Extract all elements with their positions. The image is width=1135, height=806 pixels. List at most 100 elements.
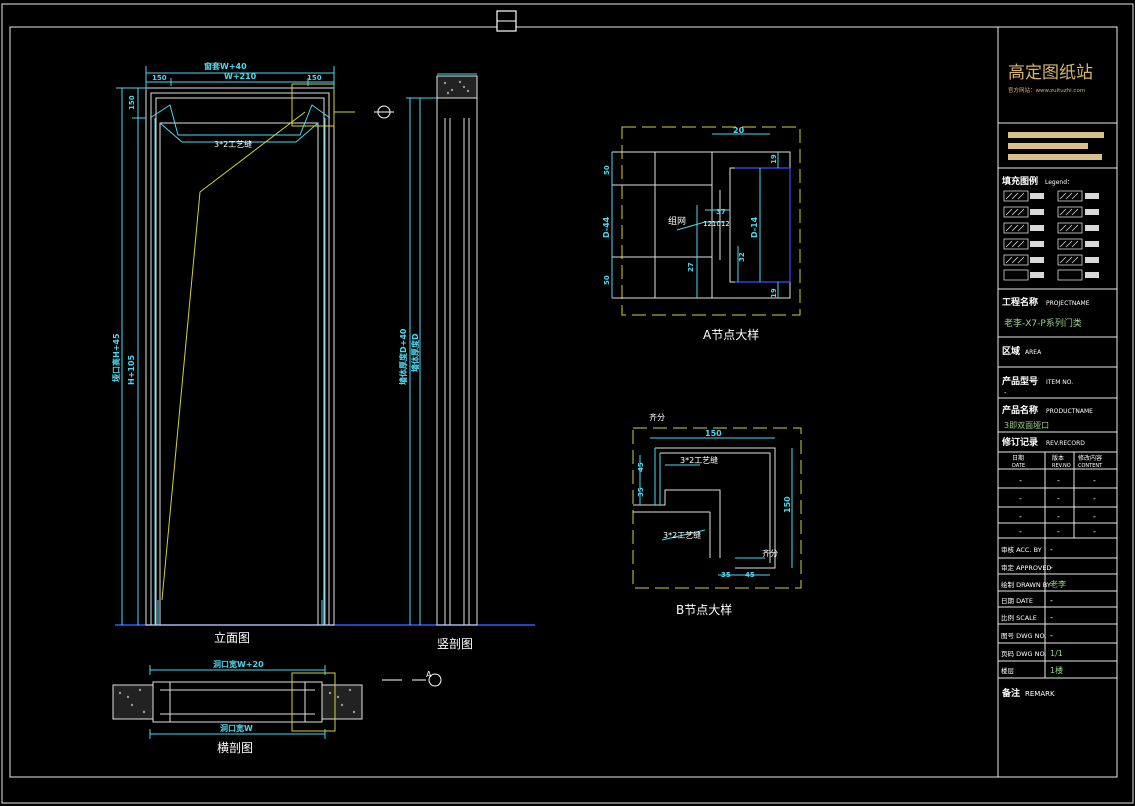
node-a-dim-r2: 19 bbox=[770, 288, 778, 298]
rev-cell: - bbox=[1093, 476, 1096, 485]
rev-header: 版本 bbox=[1052, 454, 1064, 462]
elevation-label: 立面图 bbox=[214, 630, 250, 645]
node-a-code: 121012 bbox=[703, 220, 730, 228]
revision-label: 修订记录 bbox=[1001, 436, 1038, 448]
node-b-dim-left2: 35 bbox=[637, 487, 645, 497]
info-row-value: 1/1 bbox=[1050, 649, 1063, 658]
node-b-label: B节点大样 bbox=[676, 602, 732, 617]
fill-legend-swatches bbox=[1003, 190, 1083, 281]
rev-header: 修改内容 bbox=[1078, 454, 1102, 462]
node-a-dim-top: 20 bbox=[733, 126, 745, 135]
rev-header-en: CONTENT bbox=[1078, 463, 1103, 469]
info-row-label: 日期 DATE bbox=[1001, 597, 1033, 605]
rev-cell: - bbox=[1093, 512, 1096, 521]
info-row-label: 比例 SCALE bbox=[1001, 613, 1037, 622]
info-row-value: - bbox=[1050, 596, 1053, 605]
info-row-value: - bbox=[1050, 563, 1053, 572]
rev-cell: - bbox=[1019, 494, 1022, 503]
rev-cell: - bbox=[1093, 527, 1096, 536]
node-a-label: A节点大样 bbox=[703, 327, 759, 342]
rev-header: 日期 bbox=[1012, 454, 1024, 462]
area-label-en: AREA bbox=[1025, 349, 1042, 356]
fill-legend-sub: Legend： bbox=[1045, 179, 1073, 186]
project-value: 老李-X7-P系列门类 bbox=[1004, 317, 1082, 329]
rev-header-en: REV.NO bbox=[1052, 463, 1071, 469]
area-label: 区域 bbox=[1002, 345, 1020, 357]
drawing-frame bbox=[1, 3, 1134, 804]
rev-cell: - bbox=[1057, 527, 1060, 536]
elev-dim-left: 150 bbox=[152, 74, 167, 82]
elev-dim-height: H+105 bbox=[127, 354, 136, 385]
product-label-en: PRODUCTNAME bbox=[1046, 408, 1093, 415]
node-b-detail: 150 45 35 150 35 45 3*2工艺缝 3*2工艺缝 齐分 齐分 … bbox=[632, 412, 802, 617]
fill-legend-title: 填充图例 bbox=[1002, 175, 1038, 187]
section-marker-a-top bbox=[374, 105, 394, 119]
node-b-dim-b2: 45 bbox=[745, 571, 755, 579]
rev-cell: - bbox=[1057, 512, 1060, 521]
node-a-dim-left-bottom: 50 bbox=[603, 275, 611, 285]
remark-label-en: REMARK bbox=[1025, 690, 1055, 698]
elev-craft-seam: 3*2工艺缝 bbox=[214, 139, 252, 149]
info-row-label: 审核 ACC. BY bbox=[1001, 545, 1042, 554]
info-row-value: - bbox=[1050, 613, 1053, 622]
node-b-dim-top: 150 bbox=[705, 429, 722, 438]
node-a-dim-d14: D-14 bbox=[750, 216, 759, 238]
svg-text:齐分: 齐分 bbox=[649, 412, 665, 422]
revision-label-en: REV.RECORD bbox=[1046, 440, 1085, 447]
node-a-dim-left-mid: D-44 bbox=[602, 216, 611, 238]
rev-cell: - bbox=[1057, 494, 1060, 503]
node-a-dim-small3: 27 bbox=[687, 262, 695, 272]
project-label: 工程名称 bbox=[1002, 296, 1038, 308]
project-label-en: PROJECTNAME bbox=[1046, 300, 1090, 307]
rev-cell: - bbox=[1019, 512, 1022, 521]
elev-dim-right: 150 bbox=[307, 74, 322, 82]
item-label: 产品型号 bbox=[1002, 375, 1038, 387]
node-a-detail: 20 D-14 50 D-44 50 组网 121012 19 19 37 32… bbox=[602, 126, 801, 342]
vertical-section-label: 竖剖图 bbox=[437, 637, 473, 651]
rev-header-en: DATE bbox=[1012, 463, 1025, 469]
node-a-dim-small1: 37 bbox=[716, 208, 726, 216]
info-row-label: 图号 DWG NO. bbox=[1001, 632, 1046, 640]
svg-text:垭口高H+45: 垭口高H+45 bbox=[111, 333, 121, 382]
product-label: 产品名称 bbox=[1002, 404, 1038, 416]
svg-text:墙体厚度D: 墙体厚度D bbox=[410, 333, 420, 372]
svg-text:墙体厚度D+40: 墙体厚度D+40 bbox=[398, 328, 408, 385]
info-row-label: 页码 DWG NO. bbox=[1001, 650, 1046, 658]
info-row-label: 审定 APPROVED bbox=[1001, 563, 1051, 572]
horizontal-section: 洞口宽W+20 洞口宽W 横剖图 A bbox=[112, 659, 442, 755]
svg-text:齐分: 齐分 bbox=[762, 548, 778, 558]
node-b-dim-b1: 35 bbox=[721, 571, 731, 579]
item-value: - bbox=[1004, 389, 1007, 397]
section-marker-a-bottom: A bbox=[382, 670, 442, 687]
svg-text:洞口宽W+20: 洞口宽W+20 bbox=[213, 659, 264, 669]
rev-cell: - bbox=[1093, 494, 1096, 503]
info-row-value: - bbox=[1050, 631, 1053, 640]
horizontal-section-label: 横剖图 bbox=[217, 741, 253, 755]
info-row-label: 绘制 DRAWN BY bbox=[1001, 580, 1051, 589]
node-b-seam2: 3*2工艺缝 bbox=[663, 530, 701, 540]
node-b-dim-right: 150 bbox=[783, 496, 792, 513]
brand-subtitle: 官方网站：www.zuituzhi.com bbox=[1008, 86, 1085, 94]
node-a-dim-r1: 19 bbox=[770, 154, 778, 164]
rev-cell: - bbox=[1019, 527, 1022, 536]
title-block: 高定图纸站 官方网站：www.zuituzhi.com 填充图例 Legend： bbox=[998, 63, 1117, 699]
remark-label: 备注 bbox=[1001, 687, 1020, 699]
info-row-value: 1楼 bbox=[1050, 665, 1063, 675]
product-value: 3即双面垭口 bbox=[1004, 421, 1049, 430]
node-b-dim-left1: 45 bbox=[637, 462, 645, 472]
info-row-value: - bbox=[1050, 545, 1053, 554]
elev-dim-top-height: 150 bbox=[128, 95, 136, 110]
elev-dim-top: W+210 bbox=[224, 72, 257, 81]
node-a-dim-left-top: 50 bbox=[603, 165, 611, 175]
rev-cell: - bbox=[1057, 476, 1060, 485]
title-bars bbox=[1008, 132, 1104, 160]
marker-a-letter: A bbox=[426, 670, 432, 679]
node-b-seam1: 3*2工艺缝 bbox=[680, 455, 718, 465]
rev-cell: - bbox=[1019, 476, 1022, 485]
info-row-value: 老李 bbox=[1050, 579, 1066, 589]
vertical-section: 墙体厚度D+40 墙体厚度D 竖剖图 bbox=[398, 73, 478, 651]
node-a-dim-small2: 32 bbox=[738, 252, 746, 262]
